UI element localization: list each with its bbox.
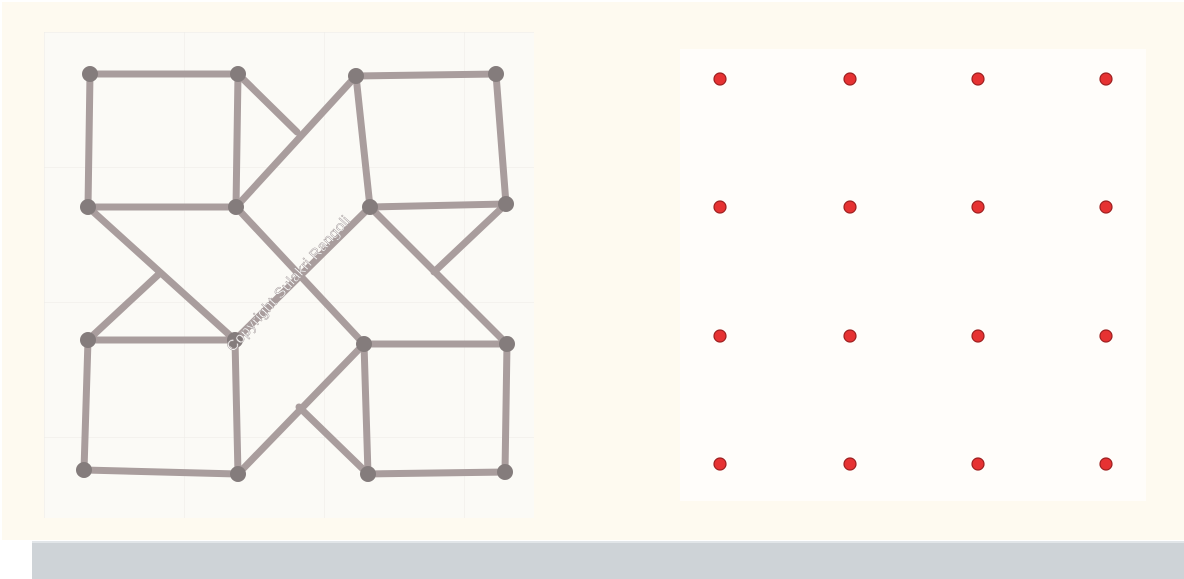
dot-grid: [680, 49, 1146, 501]
rangoli-pattern-image: Copyright Sulakri Rangoli: [44, 32, 534, 518]
content-card: Copyright Sulakri Rangoli: [2, 2, 1184, 540]
rangoli-pattern-drawing: Copyright Sulakri Rangoli: [44, 32, 534, 518]
dot-grid-image: [680, 49, 1146, 501]
dot-grid-dots: [714, 73, 1112, 470]
bottom-bar: [32, 541, 1184, 579]
